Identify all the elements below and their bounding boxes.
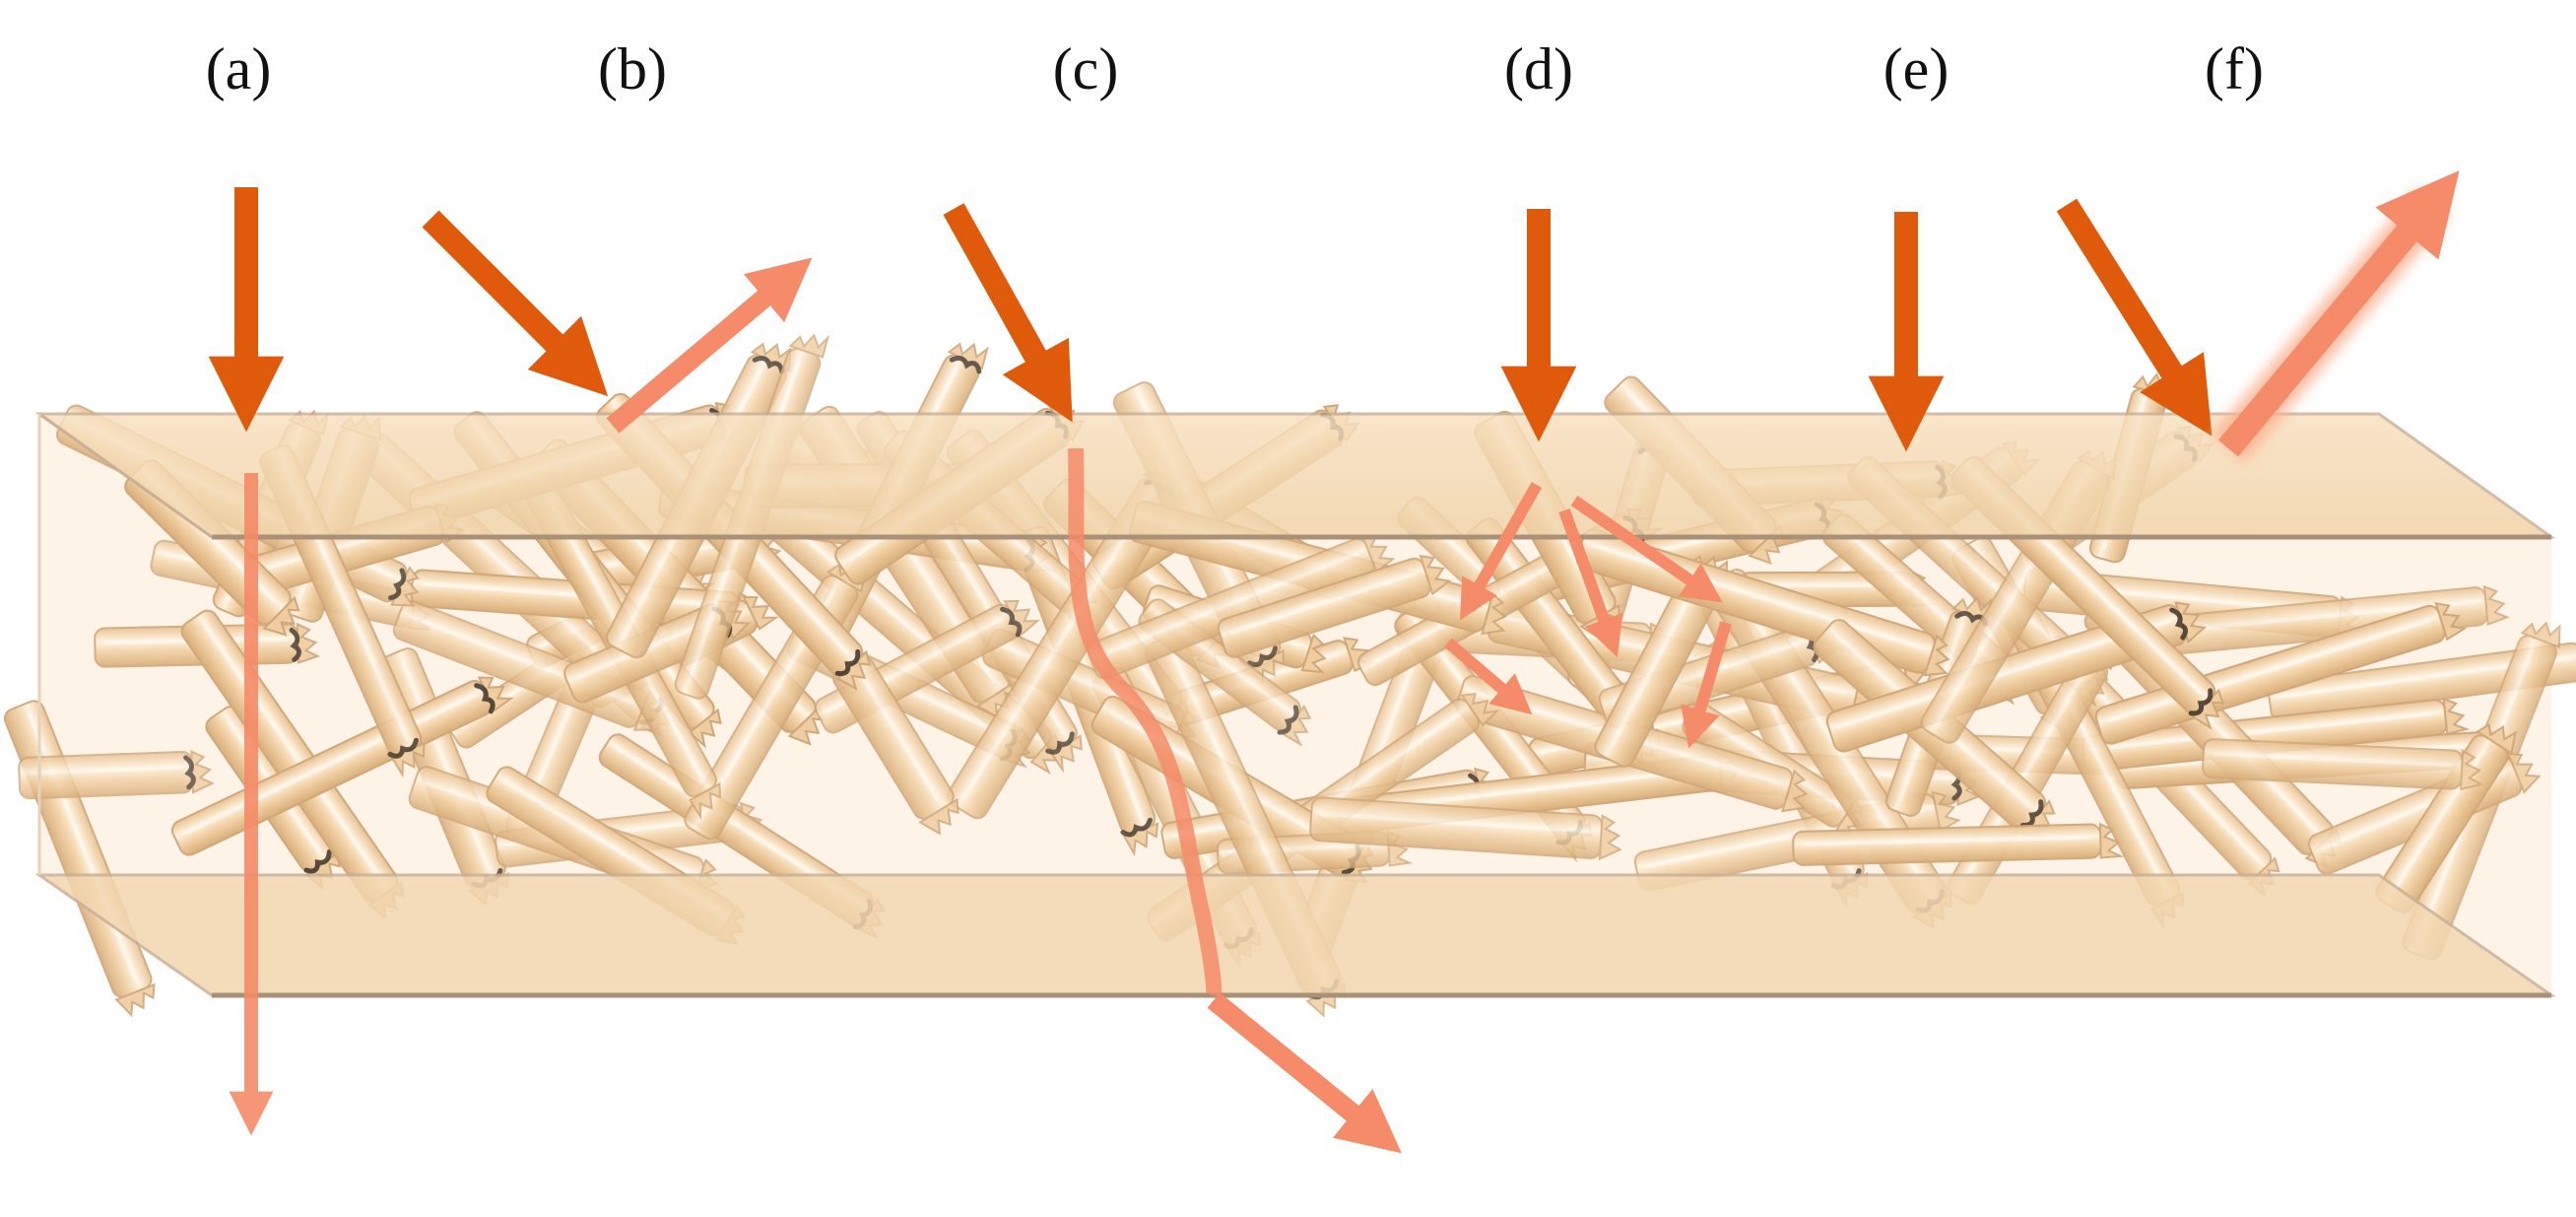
transmitted-arrow-c — [1207, 992, 1402, 1154]
scatter-arrow-d4 — [1444, 638, 1533, 715]
scatter-arrow-d3 — [1570, 496, 1723, 603]
panel-label-f: (f) — [2205, 36, 2264, 101]
slab-top-face — [34, 412, 2556, 540]
slab-bottom-face — [34, 873, 2556, 998]
light-arrows — [208, 170, 2460, 1154]
panel-label-b: (b) — [598, 36, 667, 101]
fiber — [2375, 722, 2518, 914]
fiber — [1309, 796, 1622, 861]
fiber — [1217, 554, 1452, 658]
panel-label-a: (a) — [205, 36, 272, 101]
incident-arrow-f — [2056, 198, 2213, 437]
fiber — [1087, 534, 1396, 680]
reflected-arrow-b — [606, 257, 813, 434]
incident-arrow-c — [943, 203, 1073, 423]
fiber — [18, 750, 215, 800]
scatter-arrow-d5 — [1681, 621, 1732, 749]
fiber — [2202, 738, 2484, 791]
refracted-path-c — [1068, 447, 1222, 998]
fiber — [832, 655, 959, 836]
panel-label-e: (e) — [1882, 36, 1949, 101]
panel-label-d: (d) — [1504, 36, 1573, 101]
incident-arrow-b — [422, 210, 609, 397]
panel-label-c: (c) — [1052, 36, 1119, 101]
scatter-arrow-d2 — [1558, 507, 1623, 658]
slab-left-edge — [37, 412, 213, 875]
fiber — [1792, 822, 2125, 866]
scatter-arrow-d1 — [1459, 482, 1543, 621]
reflected-arrow-f — [2218, 170, 2460, 457]
fiber — [2094, 602, 2468, 745]
